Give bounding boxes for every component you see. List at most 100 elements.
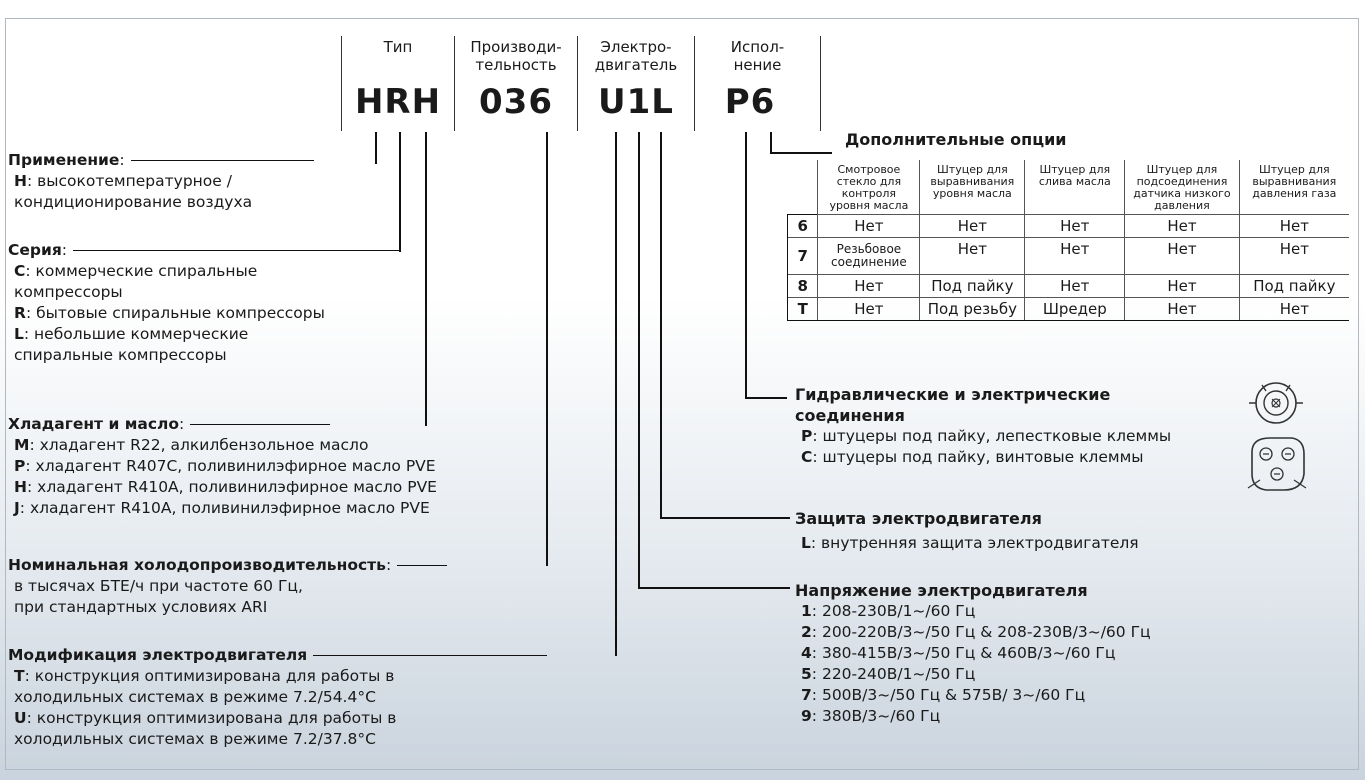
- diagram-frame: [5, 18, 1359, 770]
- table-row: 7 Резьбовое соединение Нет Нет Нет Нет: [786, 237, 1349, 275]
- table-row: 8 Нет Под пайку Нет Нет Под пайку: [786, 274, 1349, 298]
- item-key: 9: [801, 707, 812, 725]
- header-label-version: Испол- нение: [730, 38, 785, 74]
- connector-line: [546, 132, 548, 566]
- item-key: L: [14, 325, 24, 343]
- item-value: 220-240В/1~/50 Гц: [821, 665, 976, 683]
- item-u: U: конструкция оптимизирована для работы…: [14, 709, 397, 748]
- item-value: хладагент R22, алкилбензольное масло: [39, 436, 369, 454]
- row-key: 8: [786, 274, 818, 298]
- block-title: Гидравлические и электрические соединени…: [795, 385, 1111, 425]
- connector-line: [425, 132, 427, 426]
- block-motor-modification: Модификация электродвигателя T: конструк…: [8, 645, 548, 750]
- item-l: L: внутренняя защита электродвигателя: [801, 534, 1139, 552]
- table-cell: Под пайку: [1238, 274, 1349, 298]
- column-header: Штуцер для подсоединения датчика низкого…: [1124, 160, 1240, 215]
- row-key: 6: [786, 214, 818, 238]
- item-h: H: хладагент R410A, поливинилэфирное мас…: [14, 478, 437, 496]
- block-series: Серия: C: коммерческие спиральные компре…: [8, 240, 401, 366]
- item-value: 380В/3~/60 Гц: [821, 707, 941, 725]
- item-value: штуцеры под пайку, лепестковые клеммы: [822, 427, 1172, 445]
- item-value: штуцеры под пайку, винтовые клеммы: [822, 448, 1144, 466]
- connector-line: [770, 132, 772, 153]
- connector-line: [638, 587, 790, 589]
- item-t: T: конструкция оптимизирована для работы…: [14, 667, 395, 706]
- connector-line: [745, 132, 747, 398]
- item-value: 200-220В/3~/50 Гц & 208-230В/3~/60 Гц: [821, 623, 1151, 641]
- table-row: T Нет Под резьбу Шредер Нет Нет: [786, 297, 1349, 321]
- table-cell: Нет: [1024, 237, 1125, 275]
- item-key: C: [801, 448, 813, 466]
- header-separator: [577, 36, 578, 131]
- item-key: 2: [801, 623, 812, 641]
- column-header: Штуцер для слива масла: [1024, 160, 1125, 215]
- item-key: U: [14, 709, 27, 727]
- table-cell: Нет: [919, 214, 1025, 238]
- item-j: J: хладагент R410A, поливинилэфирное мас…: [14, 499, 430, 517]
- item-4: 4: 380-415В/3~/50 Гц & 460В/3~/60 Гц: [801, 644, 1116, 662]
- table-corner: [788, 160, 818, 215]
- item-value: бытовые спиральные компрессоры: [36, 304, 325, 322]
- item-value: высокотемпературное / кондиционирование …: [14, 172, 253, 211]
- block-motor-protection: Защита электродвигателя L: внутренняя за…: [795, 508, 1139, 554]
- item-key: R: [14, 304, 26, 322]
- item-key: H: [14, 172, 27, 190]
- header-label-capacity: Производи- тельность: [470, 38, 562, 74]
- block-text: в тысячах БТЕ/ч при частоте 60 Гц, при с…: [14, 577, 303, 616]
- header-label-motor: Электро- двигатель: [594, 38, 678, 74]
- block-refrigerant: Хладагент и масло: M: хладагент R22, алк…: [8, 415, 437, 517]
- item-value: 500В/3~/50 Гц & 575В/ 3~/60 Гц: [821, 686, 1086, 704]
- item-value: коммерческие спиральные компрессоры: [14, 262, 258, 301]
- code-version: P6: [724, 82, 776, 122]
- item-key: M: [14, 436, 30, 454]
- item-value: 208-230В/1~/60 Гц: [821, 602, 976, 620]
- connector-line: [615, 132, 617, 656]
- item-key: P: [14, 457, 26, 475]
- table-cell: Нет: [817, 214, 920, 238]
- item-value: хладагент R410A, поливинилэфирное масло …: [37, 478, 437, 496]
- block-title: Напряжение электродвигателя: [795, 581, 1088, 600]
- item-key: L: [801, 534, 811, 552]
- spade-terminal-icon: [1249, 382, 1303, 424]
- item-1: 1: 208-230В/1~/60 Гц: [801, 602, 976, 620]
- item-5: 5: 220-240В/1~/50 Гц: [801, 665, 976, 683]
- item-key: 5: [801, 665, 812, 683]
- block-voltage: Напряжение электродвигателя 1: 208-230В/…: [795, 580, 1151, 727]
- block-title: Номинальная холодопроизводительность: [8, 556, 386, 574]
- item-h: H: высокотемпературное / кондиционирован…: [14, 172, 253, 211]
- connector-line: [399, 132, 401, 252]
- table-cell: Нет: [1124, 237, 1240, 275]
- item-value: хладагент R407C, поливинилэфирное масло …: [35, 457, 436, 475]
- item-p: P: хладагент R407C, поливинилэфирное мас…: [14, 457, 436, 475]
- code-capacity: 036: [479, 82, 553, 122]
- item-value: конструкция оптимизирована для работы в …: [14, 709, 397, 748]
- item-value: хладагент R410A, поливинилэфирное масло …: [29, 499, 430, 517]
- table-cell: Резьбовое соединение: [817, 237, 920, 275]
- connector-line: [770, 152, 832, 154]
- block-application: Применение: H: высокотемпературное / кон…: [8, 150, 314, 213]
- table-cell: Нет: [817, 274, 920, 298]
- item-2: 2: 200-220В/3~/50 Гц & 208-230В/3~/60 Гц: [801, 623, 1151, 641]
- screw-terminal-icon: [1247, 437, 1307, 491]
- item-key: J: [14, 499, 20, 517]
- column-header: Смотровое стекло для контроля уровня мас…: [817, 160, 920, 215]
- table-cell: Нет: [1238, 214, 1349, 238]
- table-cell: Нет: [1238, 237, 1349, 275]
- options-title: Дополнительные опции: [845, 130, 1067, 149]
- code-motor: U1L: [598, 82, 674, 122]
- column-header: Штуцер для выравнивания давления газа: [1238, 160, 1349, 215]
- item-key: 1: [801, 602, 812, 620]
- connector-line: [638, 132, 640, 588]
- header-separator: [820, 36, 821, 131]
- code-type: HRH: [354, 82, 442, 122]
- header-label-type: Тип: [383, 38, 413, 56]
- table-row: 6 Нет Нет Нет Нет Нет: [786, 214, 1349, 238]
- item-key: 4: [801, 644, 812, 662]
- table-cell: Шредер: [1024, 297, 1125, 321]
- table-cell: Нет: [1024, 274, 1125, 298]
- table-cell: Под пайку: [919, 274, 1025, 298]
- item-key: C: [14, 262, 26, 280]
- connector-line: [745, 397, 787, 399]
- row-key: 7: [786, 237, 818, 275]
